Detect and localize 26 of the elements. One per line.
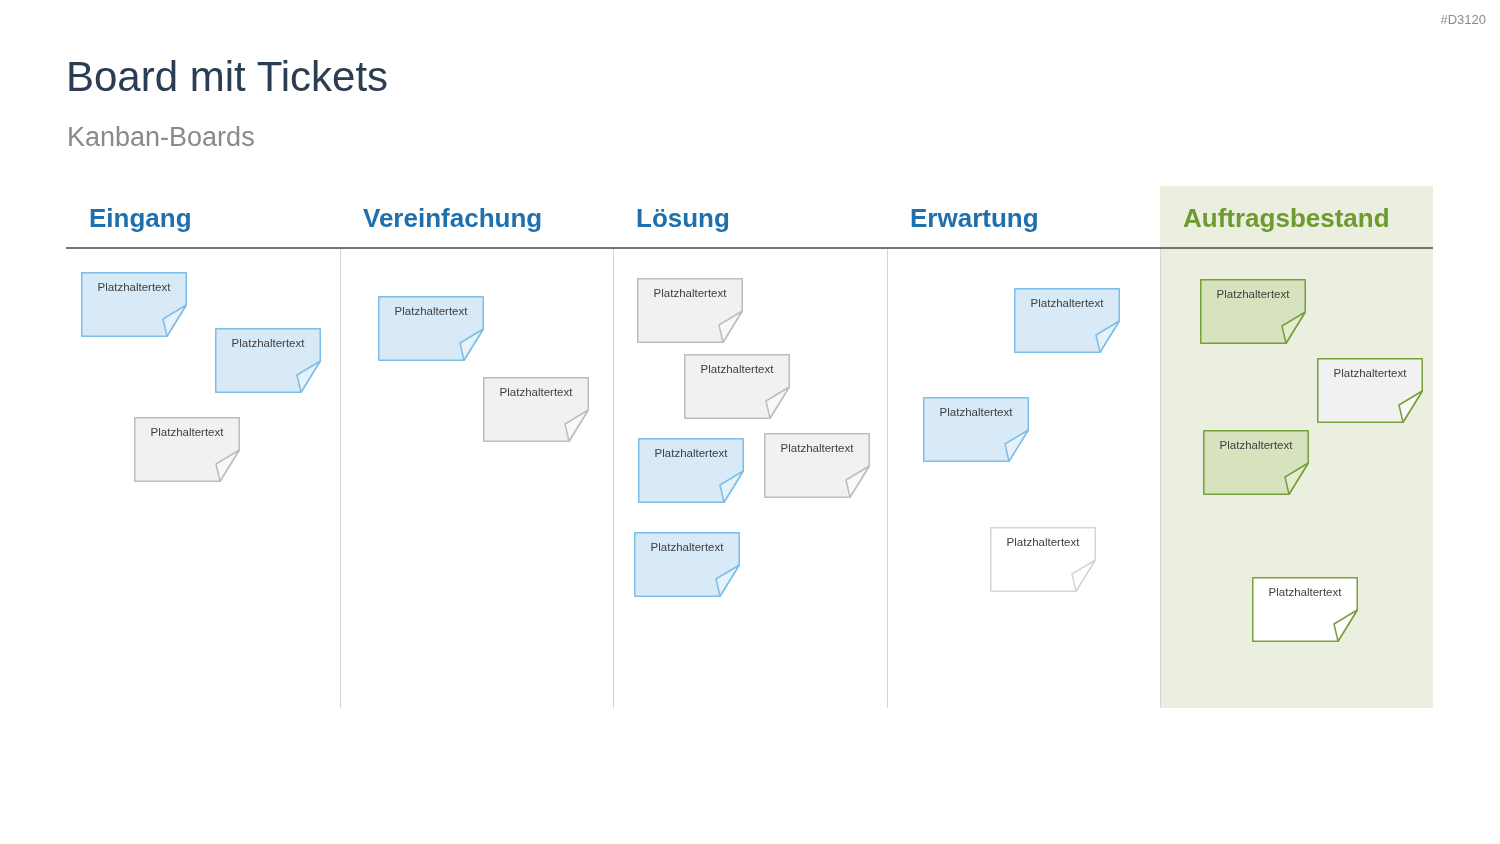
sticky-note: Platzhaltertext bbox=[634, 532, 740, 597]
column-heading: Lösung bbox=[636, 202, 730, 235]
sticky-note: Platzhaltertext bbox=[764, 433, 870, 498]
sticky-note: Platzhaltertext bbox=[215, 328, 321, 393]
sticky-note: Platzhaltertext bbox=[923, 397, 1029, 462]
sticky-note: Platzhaltertext bbox=[1317, 358, 1423, 423]
column-heading: Erwartung bbox=[910, 202, 1039, 235]
board-column bbox=[1160, 186, 1433, 708]
sticky-note: Platzhaltertext bbox=[684, 354, 790, 419]
slide-code: #D3120 bbox=[1440, 12, 1486, 28]
column-heading: Eingang bbox=[89, 202, 192, 235]
sticky-note: Platzhaltertext bbox=[990, 527, 1096, 592]
column-heading: Vereinfachung bbox=[363, 202, 543, 235]
sticky-note: Platzhaltertext bbox=[638, 438, 744, 503]
sticky-note: Platzhaltertext bbox=[1203, 430, 1309, 495]
column-heading: Auftragsbestand bbox=[1183, 202, 1390, 235]
sticky-note: Platzhaltertext bbox=[1252, 577, 1358, 642]
sticky-note: Platzhaltertext bbox=[1200, 279, 1306, 344]
subtitle: Kanban-Boards bbox=[67, 121, 255, 153]
sticky-note: Platzhaltertext bbox=[134, 417, 240, 482]
sticky-note: Platzhaltertext bbox=[378, 296, 484, 361]
sticky-note: Platzhaltertext bbox=[1014, 288, 1120, 353]
sticky-note: Platzhaltertext bbox=[637, 278, 743, 343]
sticky-note: Platzhaltertext bbox=[81, 272, 187, 337]
title: Board mit Tickets bbox=[66, 52, 389, 102]
sticky-note: Platzhaltertext bbox=[483, 377, 589, 442]
